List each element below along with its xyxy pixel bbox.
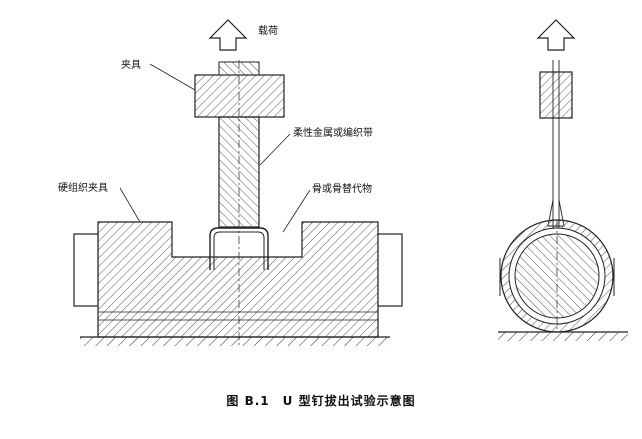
right-clamp <box>539 71 573 119</box>
clamp-side-right <box>377 233 403 307</box>
label-load: 载荷 <box>258 26 278 37</box>
label-flexible-band: 柔性金属或编织带 <box>293 128 373 139</box>
ground-right <box>498 332 628 341</box>
top-clamp <box>194 74 285 118</box>
label-hard-tissue-clamp: 硬组织夹具 <box>58 183 108 194</box>
ground-left <box>80 337 390 346</box>
load-arrow-right <box>536 19 576 51</box>
load-arrow-left <box>208 19 248 51</box>
u-staple <box>209 227 269 270</box>
label-clamp: 夹具 <box>121 60 141 71</box>
clamp-side-left <box>73 233 99 307</box>
label-bone: 骨或骨替代物 <box>312 184 372 195</box>
figure-caption: 图 B.1 U 型钉拔出试验示意图 <box>226 394 416 408</box>
